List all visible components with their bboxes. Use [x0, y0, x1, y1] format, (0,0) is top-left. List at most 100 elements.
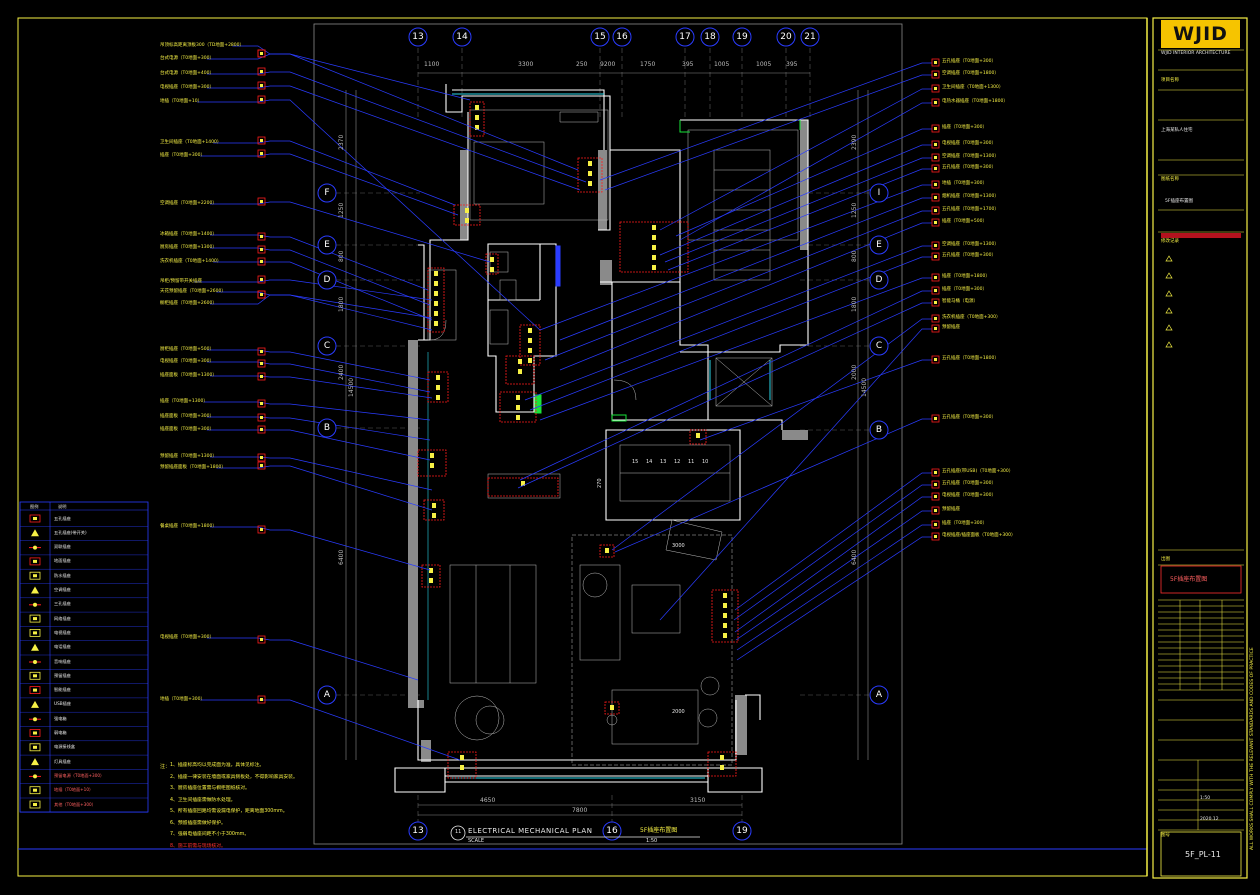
- structural-walls: [408, 120, 808, 762]
- grid-bubble-bottom-19: 19: [736, 825, 748, 836]
- callout-left-23: 电视插座（T0地面+300）: [160, 635, 214, 640]
- sheet-name-main: 5F插座布置图: [1170, 576, 1208, 583]
- callout-left-2: 台式电源（T0地面+400）: [160, 71, 214, 76]
- callout-right-19: 五孔插座（T0地面+1800）: [942, 356, 999, 361]
- callout-right-10: 五孔插座（T0地面+1700）: [942, 207, 999, 212]
- callout-left-icon-20: [257, 453, 266, 462]
- callout-left-icon-2: [257, 67, 266, 76]
- legend-row-0: 五孔插座: [54, 515, 71, 521]
- callout-left-22: 餐桌插座（T0地面+1800）: [160, 524, 217, 529]
- callout-left-icon-3: [257, 81, 266, 90]
- callout-left-1: 台式电源（T0地面+300）: [160, 56, 214, 61]
- grid-bubble-top-15: 15: [594, 31, 606, 42]
- callout-left-11: 吊柜/预留带开关插座: [160, 279, 203, 284]
- dim-left-5: 14500: [348, 377, 355, 397]
- grid-bubble-top-19: 19: [736, 31, 748, 42]
- company-logo: WJID: [1161, 20, 1240, 48]
- dim-270: 270: [597, 478, 603, 488]
- legend-row-3: 地面插座: [54, 558, 71, 564]
- grid-bubble-top-13-circle: [408, 27, 428, 47]
- callout-right-22: 五孔插座（T0地面+300）: [942, 481, 996, 486]
- grid-bubble-top-14-circle: [452, 27, 472, 47]
- callout-right-23: 电视插座（T0地面+300）: [942, 493, 996, 498]
- grid-bubble-top-18-circle: [700, 27, 720, 47]
- grid-lines-horizontal: [336, 192, 870, 696]
- date-value: 2020.12: [1200, 817, 1219, 822]
- callout-left-icon-18: [257, 413, 266, 422]
- note-3: 4、卫生间插座需做防水处理。: [170, 797, 236, 803]
- revision-triangles: [1165, 255, 1173, 348]
- callout-right-26: 电视插座/插座面板（T0地面+300）: [942, 533, 1016, 538]
- grid-bubble-bottom-16-circle: [602, 821, 622, 841]
- stair-number-11: 11: [688, 459, 695, 465]
- callout-right-icon-24: [931, 506, 940, 515]
- callout-right-13: 五孔插座（T0地面+300）: [942, 253, 996, 258]
- sheet-number: 5F_PL-11: [1185, 850, 1221, 859]
- grid-bubble-bottom-13: 13: [412, 825, 424, 836]
- rotated-note: ALL WORKS SHALL COMPLY WITH THE RELEVANT…: [1250, 647, 1255, 850]
- dim-bottom-total: 7800: [572, 807, 588, 814]
- grid-lines-vertical: [417, 48, 811, 822]
- callout-left-12: 天花预留插座（T0地面+2600）: [160, 289, 226, 294]
- grid-bubble-top-20: 20: [780, 31, 792, 42]
- callout-right-11: 插座（T0地面+500）: [942, 219, 987, 224]
- callout-left-icon-7: [257, 197, 266, 206]
- dim-top-3: 9200: [600, 61, 616, 68]
- grid-bubble-left-D: D: [323, 274, 331, 285]
- sheet-number-box: [1160, 831, 1242, 877]
- note-6: 7、强弱电插座间距不小于300mm。: [170, 832, 250, 837]
- dim-left-2: 800: [338, 250, 345, 262]
- callout-left-24: 地插（T0地面+300）: [160, 697, 205, 702]
- project-label: 项目名称: [1161, 78, 1179, 83]
- dim-right-5: 14500: [861, 377, 868, 397]
- callout-right-15: 插座（T0地面+300）: [942, 287, 987, 292]
- leader-lines: [194, 45, 932, 761]
- dim-right-6: 6400: [851, 549, 858, 565]
- grid-bubble-right-C-circle: [869, 336, 889, 356]
- callout-right-icon-5: [931, 140, 940, 149]
- dim-right-0: 2390: [851, 134, 858, 150]
- grid-bubble-bottom-16: 16: [606, 825, 618, 836]
- scale-value: 1:50: [1200, 796, 1211, 801]
- callout-right-icon-21: [931, 468, 940, 477]
- grid-bubble-right-I: I: [877, 187, 881, 198]
- grid-bubble-right-B: B: [875, 424, 883, 435]
- callout-right-icon-16: [931, 298, 940, 307]
- callout-right-icon-26: [931, 532, 940, 541]
- legend-row-16: 电源接线盒: [54, 744, 75, 750]
- sheet-name-box: [1160, 565, 1242, 594]
- dim-top-6: 1005: [714, 61, 730, 68]
- dim-top-1: 3300: [518, 61, 534, 68]
- callout-right-6: 空调插座（T0地面+1300）: [942, 154, 999, 159]
- issue-title: 出图: [1161, 557, 1170, 562]
- callout-left-icon-9: [257, 245, 266, 254]
- grid-bubble-top-17: 17: [679, 31, 691, 42]
- grid-bubble-right-C: C: [875, 340, 883, 351]
- callout-right-icon-10: [931, 206, 940, 215]
- plan-title-en: ELECTRICAL MECHANICAL PLAN: [468, 827, 593, 835]
- callout-left-7: 空调插座（T0地面+2200）: [160, 201, 217, 206]
- callout-right-17: 洗衣机插座（T0地面+300）: [942, 315, 1001, 320]
- revision-title: 修改记录: [1161, 239, 1179, 244]
- dim-right-2: 800: [851, 250, 858, 262]
- callout-right-16: 智能马桶（电源）: [942, 299, 978, 304]
- grid-bubbles: [317, 27, 889, 841]
- callout-right-icon-3: [931, 98, 940, 107]
- callout-left-10: 洗衣机插座（T0地面+1400）: [160, 259, 222, 264]
- legend-row-9: 电话插座: [54, 644, 71, 650]
- callout-left-17: 插座（T0地面+1300）: [160, 399, 208, 404]
- grid-bubble-left-F: F: [324, 187, 330, 198]
- callout-left-icon-10: [257, 257, 266, 266]
- grid-bubble-left-B-circle: [317, 418, 337, 438]
- callout-left-icon-13: [257, 290, 266, 299]
- plan-scale: 1:50: [646, 838, 658, 844]
- legend-header-symbol: 图例: [30, 504, 39, 509]
- callout-right-3: 电热水器插座（T0地面+1800）: [942, 99, 1008, 104]
- grid-bubble-left-E: E: [324, 239, 330, 250]
- dim-right-1: 1250: [851, 202, 858, 218]
- company-name: WJID INTERIOR ARCHITECTURE: [1161, 51, 1231, 56]
- note-1: 2、插座一律安装在墙面或家具侧板处，不得影响家具安装。: [170, 774, 298, 780]
- note-5: 6、预留插座需做好保护。: [170, 820, 226, 826]
- callout-left-20: 预留插座（T0地面+1300）: [160, 454, 217, 459]
- grid-bubble-top-14: 14: [456, 31, 468, 42]
